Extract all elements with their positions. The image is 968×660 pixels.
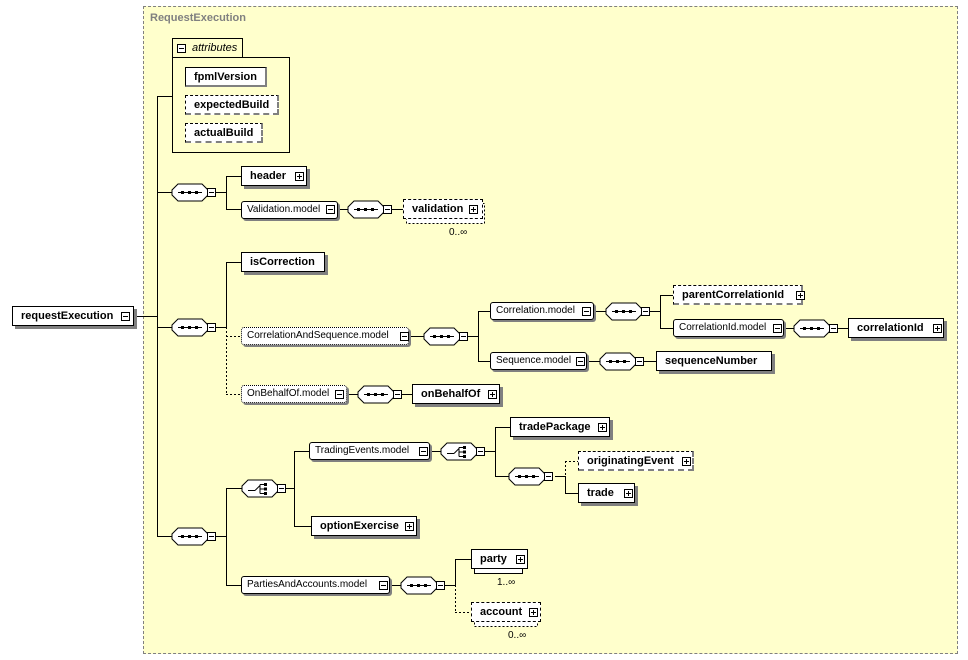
expand-icon[interactable]: [529, 608, 538, 617]
collapse-icon[interactable]: [400, 332, 409, 341]
collapse-icon[interactable]: [635, 357, 644, 366]
element-party-label: party: [480, 553, 507, 565]
collapse-icon[interactable]: [436, 581, 445, 590]
element-sequence-number-label: sequenceNumber: [665, 355, 758, 367]
collapse-icon[interactable]: [582, 307, 591, 316]
group-trading-events-model[interactable]: TradingEvents.model: [309, 442, 430, 460]
element-validation-label: validation: [412, 203, 464, 215]
collapse-icon[interactable]: [207, 188, 216, 197]
expand-icon[interactable]: [796, 291, 805, 300]
attribute-expected-build[interactable]: expectedBuild: [185, 95, 280, 115]
group-validation-model[interactable]: Validation.model: [241, 201, 338, 219]
element-on-behalf-of[interactable]: onBehalfOf: [412, 384, 500, 404]
collapse-icon[interactable]: [326, 205, 335, 214]
element-is-correction[interactable]: isCorrection: [241, 252, 325, 272]
expand-icon[interactable]: [598, 423, 607, 432]
element-parent-correlation-id-label: parentCorrelationId: [682, 289, 785, 301]
group-parties-and-accounts-model[interactable]: PartiesAndAccounts.model: [241, 576, 390, 594]
collapse-icon[interactable]: [773, 324, 782, 333]
collapse-icon[interactable]: [177, 44, 186, 53]
collapse-icon[interactable]: [576, 357, 585, 366]
expand-icon[interactable]: [295, 172, 304, 181]
collapse-icon[interactable]: [207, 323, 216, 332]
validation-occurrence: 0..∞: [449, 227, 468, 238]
choice-compositors: [241, 442, 478, 498]
attribute-fpml-version[interactable]: fpmlVersion: [185, 67, 267, 87]
group-trading-events-model-label: TradingEvents.model: [315, 445, 410, 456]
collapse-icon[interactable]: [207, 532, 216, 541]
element-trade-label: trade: [587, 487, 614, 499]
element-parent-correlation-id[interactable]: parentCorrelationId: [673, 285, 803, 305]
attribute-actual-build[interactable]: actualBuild: [185, 123, 264, 143]
element-header-label: header: [250, 170, 287, 182]
root-element-label: requestExecution: [21, 310, 114, 322]
group-correlation-id-model[interactable]: CorrelationId.model: [673, 319, 784, 337]
collapse-icon[interactable]: [544, 472, 553, 481]
expand-icon[interactable]: [405, 522, 414, 531]
collapse-icon[interactable]: [335, 390, 344, 399]
collapse-icon[interactable]: [641, 307, 650, 316]
element-trade-package-label: tradePackage: [519, 421, 591, 433]
collapse-icon[interactable]: [459, 332, 468, 341]
collapse-icon[interactable]: [829, 324, 838, 333]
group-validation-model-label: Validation.model: [247, 204, 321, 215]
element-trade[interactable]: trade: [578, 483, 635, 503]
group-parties-and-accounts-model-label: PartiesAndAccounts.model: [247, 579, 368, 590]
collapse-icon[interactable]: [277, 484, 286, 493]
party-occurrence: 1..∞: [497, 577, 516, 588]
collapse-icon[interactable]: [476, 447, 485, 456]
group-correlation-and-sequence-model[interactable]: CorrelationAndSequence.model: [241, 327, 409, 345]
collapse-icon[interactable]: [393, 390, 402, 399]
collapse-icon[interactable]: [379, 581, 388, 590]
element-correlation-id[interactable]: correlationId: [848, 318, 944, 338]
element-is-correction-label: isCorrection: [250, 256, 315, 268]
element-account-label: account: [480, 606, 523, 618]
group-correlation-id-model-label: CorrelationId.model: [679, 322, 767, 333]
collapse-icon[interactable]: [383, 205, 392, 214]
attributes-label: attributes: [192, 42, 238, 54]
element-sequence-number[interactable]: sequenceNumber: [656, 351, 772, 371]
group-correlation-and-sequence-model-label: CorrelationAndSequence.model: [247, 330, 389, 341]
sequence-compositors: [171, 183, 831, 595]
expand-icon[interactable]: [624, 489, 633, 498]
group-correlation-model-label: Correlation.model: [496, 305, 575, 316]
collapse-icon[interactable]: [121, 312, 130, 321]
expand-icon[interactable]: [469, 205, 478, 214]
group-on-behalf-of-model[interactable]: OnBehalfOf.model: [241, 385, 347, 403]
group-on-behalf-of-model-label: OnBehalfOf.model: [247, 388, 330, 399]
account-occurrence: 0..∞: [508, 630, 527, 641]
element-originating-event[interactable]: originatingEvent: [578, 451, 694, 471]
element-correlation-id-label: correlationId: [857, 322, 924, 334]
group-sequence-model[interactable]: Sequence.model: [490, 352, 587, 370]
element-originating-event-label: originatingEvent: [587, 455, 674, 467]
element-trade-package[interactable]: tradePackage: [510, 417, 610, 437]
attributes-tab[interactable]: attributes: [172, 38, 243, 58]
element-validation[interactable]: validation: [403, 199, 483, 219]
expand-icon[interactable]: [933, 324, 942, 333]
region-title: RequestExecution: [150, 12, 246, 24]
expand-icon[interactable]: [682, 457, 691, 466]
expand-icon[interactable]: [516, 555, 525, 564]
group-correlation-model[interactable]: Correlation.model: [490, 302, 594, 320]
element-header[interactable]: header: [241, 166, 307, 186]
element-party[interactable]: party: [471, 549, 528, 569]
collapse-icon[interactable]: [419, 447, 428, 456]
element-option-exercise-label: optionExercise: [320, 520, 399, 532]
expand-icon[interactable]: [488, 390, 497, 399]
element-account[interactable]: account: [471, 602, 541, 622]
root-element-request-execution[interactable]: requestExecution: [12, 306, 134, 326]
element-option-exercise[interactable]: optionExercise: [311, 516, 417, 536]
element-on-behalf-of-label: onBehalfOf: [421, 388, 481, 400]
group-sequence-model-label: Sequence.model: [496, 355, 572, 366]
